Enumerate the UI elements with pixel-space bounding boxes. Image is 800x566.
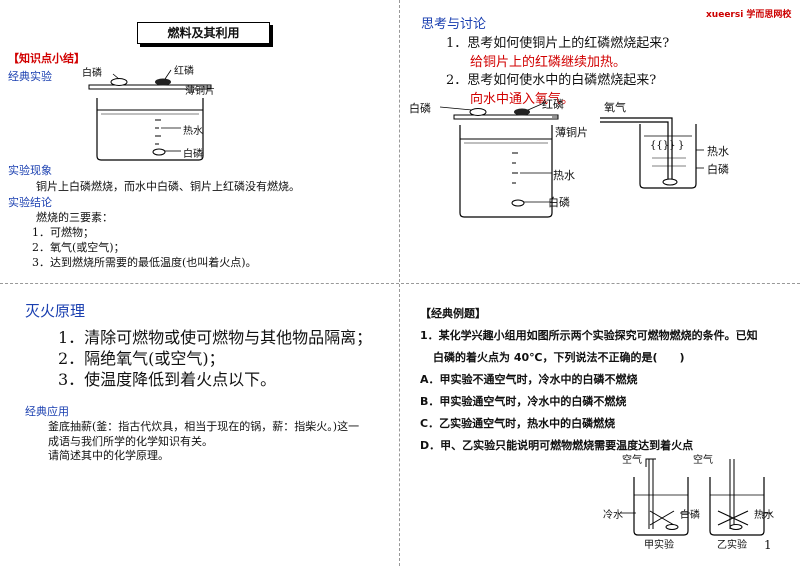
fig-label-copper: 薄铜片	[185, 86, 215, 97]
conclusion-item: 3．达到燃烧所需要的最低温度(也叫着火点)。	[32, 256, 257, 269]
phenomenon-text: 铜片上白磷燃烧，而水中白磷、铜片上红磷没有燃烧。	[36, 180, 300, 193]
fig-label-copper: 薄铜片	[555, 126, 588, 139]
discussion-answer: 给铜片上的红磷继续加热。	[470, 55, 627, 70]
fig-label-white-phosphorus: 白磷	[707, 163, 729, 176]
experiment-jia-yi-figure	[620, 458, 772, 536]
discussion-question: 1．思考如何使铜片上的红磷燃烧起来?	[446, 36, 670, 51]
fig-label-hot-water: 热水	[553, 169, 575, 182]
conclusion-item: 2．氧气(或空气)；	[32, 241, 125, 254]
page-number: 1	[764, 538, 772, 552]
brand-logo: xueersi 学而思网校	[706, 10, 792, 20]
fig-label-hot-water: 热水	[183, 126, 203, 137]
classic-experiment-label: 经典实验	[8, 70, 52, 83]
option-d: D．甲、乙实验只能说明可燃物燃烧需要温度达到着火点	[420, 439, 694, 452]
svg-text:}: }	[678, 140, 684, 151]
fig-label-yi: 乙实验	[717, 540, 747, 551]
fig-label-oxygen: 氧气	[604, 101, 626, 114]
conclusion-label: 实验结论	[8, 196, 52, 209]
application-label: 经典应用	[25, 405, 69, 418]
section-tag: 【知识点小结】	[8, 52, 85, 65]
discussion-heading: 思考与讨论	[421, 17, 487, 32]
principle-item: 2．隔绝氧气(或空气)；	[58, 349, 225, 368]
fig-label-white-phosphorus-bottom: 白磷	[183, 149, 203, 160]
fig-label-white-phosphorus-bottom: 白磷	[548, 196, 570, 209]
beaker-figure-left	[440, 102, 559, 218]
principle-item: 3．使温度降低到着火点以下。	[58, 370, 277, 389]
fig-label-hot-water: 热水	[707, 145, 729, 158]
experiment-figure	[88, 69, 212, 161]
phenomenon-label: 实验现象	[8, 164, 52, 177]
fig-label-hot-water: 热水	[754, 510, 774, 521]
option-a: A．甲实验不通空气时，冷水中的白磷不燃烧	[420, 373, 638, 386]
discussion-answer: 向水中通入氧气。	[470, 92, 575, 107]
svg-text:{{}}: {{}}	[650, 140, 675, 151]
question-text: 白磷的着火点为 40℃，下列说法不正确的是( )	[433, 351, 685, 364]
fig-label-cold-water: 冷水	[603, 510, 623, 521]
page-title: 燃料及其利用	[137, 22, 270, 44]
beaker-figure-right: {{}} }	[600, 117, 704, 189]
fig-label-red-phosphorus: 红磷	[542, 98, 564, 111]
horizontal-divider	[0, 283, 800, 284]
fig-label-air-left: 空气	[622, 455, 642, 466]
discussion-question: 2．思考如何使水中的白磷燃烧起来?	[446, 73, 657, 88]
question-text: 1．某化学兴趣小组用如图所示两个实验探究可燃物燃烧的条件。已知	[420, 329, 758, 342]
option-c: C．乙实验通空气时，热水中的白磷燃烧	[420, 417, 616, 430]
example-heading: 【经典例题】	[420, 307, 486, 320]
application-text: 釜底抽薪(釜：指古代炊具，相当于现在的锅，薪：指柴火。)这一	[48, 420, 360, 433]
application-text: 请简述其中的化学原理。	[48, 449, 169, 462]
fig-label-air-right: 空气	[693, 455, 713, 466]
option-b: B．甲实验通空气时，冷水中的白磷不燃烧	[420, 395, 627, 408]
fire-extinguishing-heading: 灭火原理	[25, 302, 86, 320]
fig-label-white-phosphorus: 白磷	[82, 68, 102, 79]
fig-label-jia: 甲实验	[644, 540, 674, 551]
conclusion-intro: 燃烧的三要素：	[36, 211, 113, 224]
fig-label-red-phosphorus: 红磷	[174, 66, 194, 77]
principle-item: 1．清除可燃物或使可燃物与其他物品隔离；	[58, 328, 373, 347]
fig-label-white-phosphorus: 白磷	[409, 102, 431, 115]
fig-label-white-phosphorus: 白磷	[680, 510, 700, 521]
conclusion-item: 1．可燃物；	[32, 226, 94, 239]
application-text: 成语与我们所学的化学知识有关。	[48, 435, 213, 448]
